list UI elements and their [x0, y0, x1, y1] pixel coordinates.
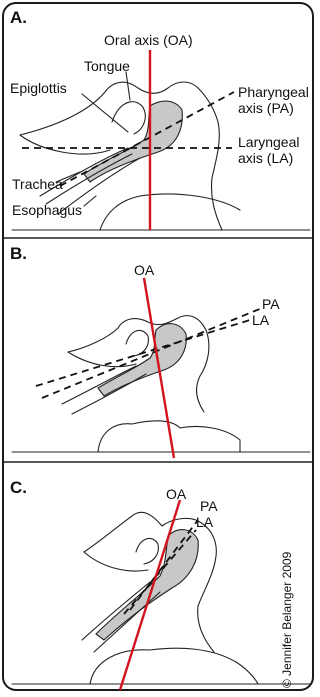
panel-c-drawing	[12, 500, 310, 690]
panel-c-la-label: LA	[196, 514, 213, 530]
panel-c-oral-axis	[120, 500, 180, 690]
panel-b-label: B.	[10, 244, 27, 264]
panel-c-jaw	[84, 552, 148, 571]
copyright-credit: © Jennifer Belanger 2009	[280, 552, 294, 688]
panel-a-pharyngeal-axis	[60, 92, 234, 186]
panel-a-label: A.	[10, 8, 27, 28]
tongue-label: Tongue	[84, 58, 130, 74]
panel-c-pillow	[90, 648, 258, 684]
panel-b-la-label: LA	[252, 312, 269, 328]
panel-a-jaw	[20, 135, 110, 154]
panel-a-tongue-leader	[126, 72, 130, 100]
panel-b-oa-label: OA	[134, 262, 154, 278]
panel-a-epiglottis-leader	[82, 94, 128, 132]
panel-c-label: C.	[10, 478, 27, 498]
panel-c-pa-label: PA	[200, 498, 218, 514]
trachea-label: Trachea	[12, 176, 63, 192]
panel-c-oa-label: OA	[166, 486, 186, 502]
panel-a-airway	[84, 101, 182, 182]
pharyngeal-axis-label-line2: axis (PA)	[238, 100, 294, 116]
pharyngeal-axis-label-line1: Pharyngeal	[238, 84, 309, 100]
oral-axis-label: Oral axis (OA)	[104, 32, 193, 48]
panel-a-esophagus-leader	[84, 196, 96, 206]
panel-b-pa-label: PA	[262, 296, 280, 312]
epiglottis-label: Epiglottis	[10, 80, 67, 96]
laryngeal-axis-label-line2: axis (LA)	[238, 150, 293, 166]
laryngeal-axis-label-line1: Laryngeal	[238, 134, 300, 150]
panel-c-tongue	[136, 538, 158, 564]
esophagus-label: Esophagus	[12, 202, 82, 218]
panel-a-tongue	[112, 102, 145, 134]
panel-a-shoulder	[100, 194, 240, 230]
panel-b-airway	[98, 324, 186, 396]
